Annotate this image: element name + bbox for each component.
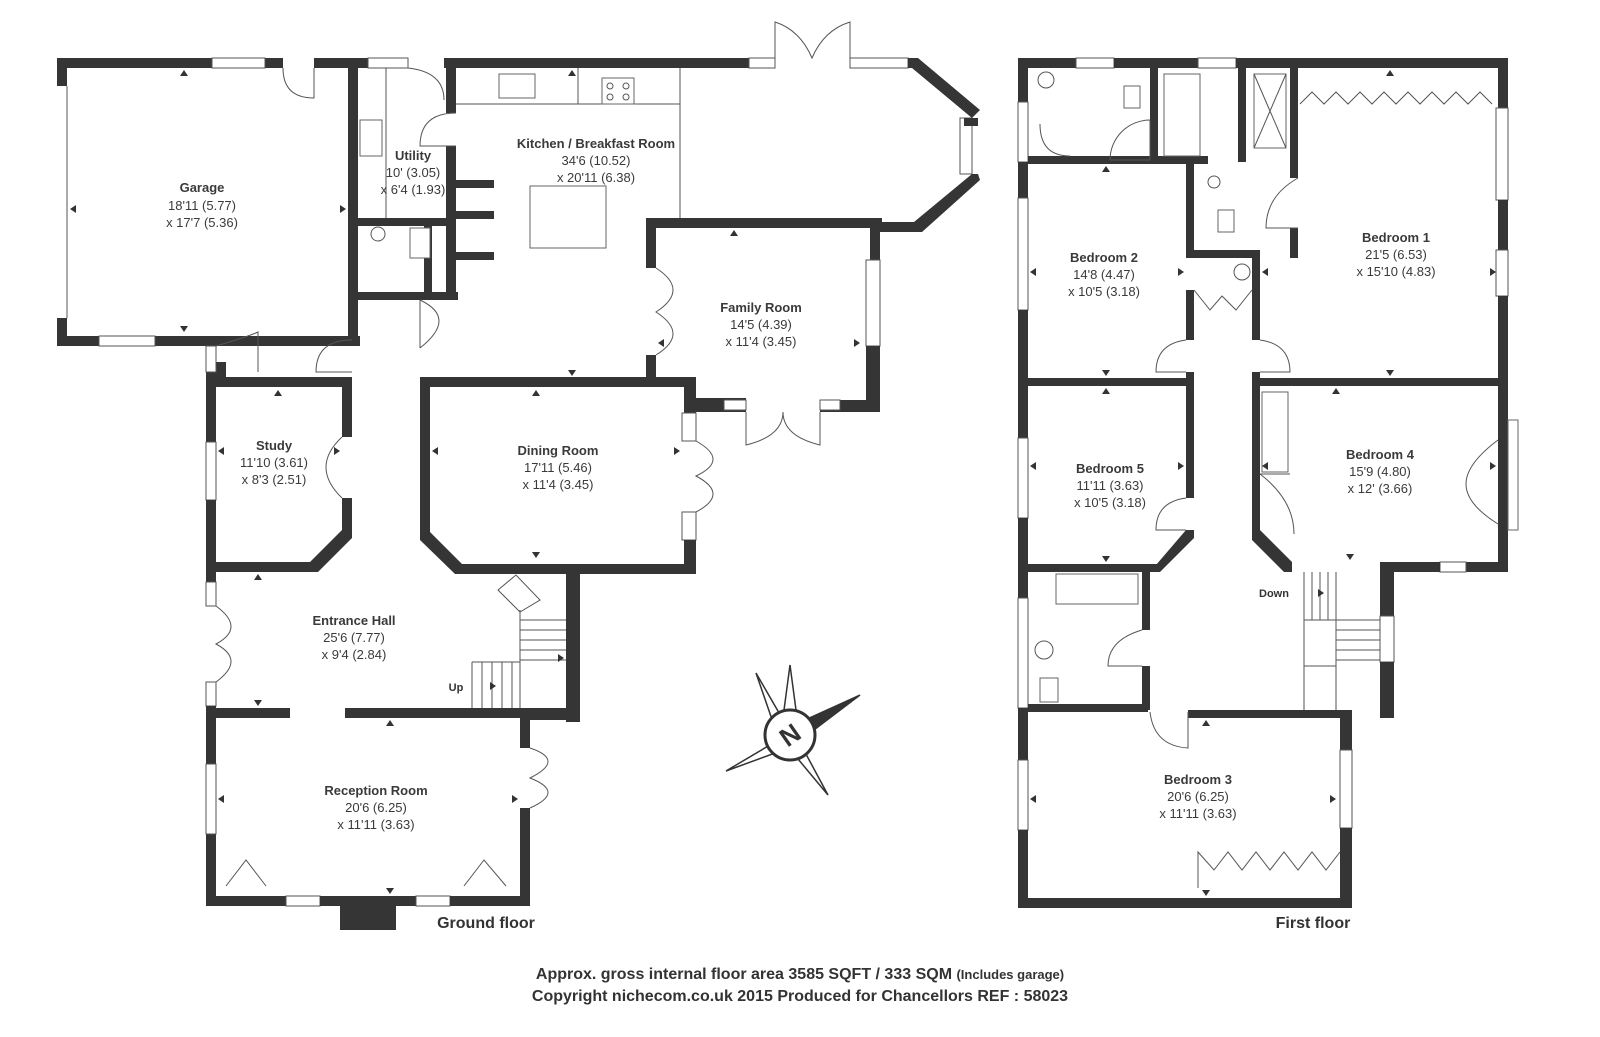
room-name: Kitchen / Breakfast Room (517, 136, 675, 151)
room-name: Bedroom 4 (1346, 447, 1415, 462)
room-dim: 18'11 (5.77) (168, 198, 236, 213)
room-name: Bedroom 2 (1070, 250, 1138, 265)
room-dim: x 10'5 (3.18) (1074, 495, 1146, 510)
room-name: Entrance Hall (312, 613, 395, 628)
room-kitchen: Kitchen / Breakfast Room 34'6 (10.52) x … (517, 136, 675, 185)
first-floor-walls (1017, 57, 1519, 908)
room-name: Dining Room (518, 443, 599, 458)
dimension-arrows (70, 70, 1496, 896)
room-bedroom-3: Bedroom 3 20'6 (6.25) x 11'11 (3.63) (1159, 772, 1236, 821)
first-floor-fixtures (1034, 71, 1499, 888)
room-name: Utility (395, 148, 432, 163)
room-dim: x 11'11 (3.63) (337, 817, 414, 832)
room-labels: Garage 18'11 (5.77) x 17'7 (5.36) Utilit… (166, 136, 1435, 932)
stairs-ground (471, 574, 566, 708)
room-dim: 11'11 (3.63) (1076, 478, 1143, 493)
room-name: Bedroom 1 (1362, 230, 1430, 245)
room-utility: Utility 10' (3.05) x 6'4 (1.93) (381, 148, 446, 197)
room-dim: x 11'11 (3.63) (1159, 806, 1236, 821)
room-study: Study 11'10 (3.61) x 8'3 (2.51) (240, 438, 308, 487)
room-family: Family Room 14'5 (4.39) x 11'4 (3.45) (720, 300, 802, 349)
room-bedroom-4: Bedroom 4 15'9 (4.80) x 12' (3.66) (1346, 447, 1415, 496)
room-dim: 20'6 (6.25) (345, 800, 407, 815)
room-garage: Garage 18'11 (5.77) x 17'7 (5.36) (166, 180, 238, 230)
room-dim: x 12' (3.66) (1348, 481, 1413, 496)
room-dim: 14'8 (4.47) (1073, 267, 1135, 282)
stairs-first (1303, 572, 1380, 710)
room-bedroom-1: Bedroom 1 21'5 (6.53) x 15'10 (4.83) (1356, 230, 1435, 279)
room-bedroom-2: Bedroom 2 14'8 (4.47) x 10'5 (3.18) (1068, 250, 1140, 299)
room-dim: 14'5 (4.39) (730, 317, 792, 332)
room-dim: 10' (3.05) (386, 165, 441, 180)
room-name: Family Room (720, 300, 802, 315)
room-dim: 15'9 (4.80) (1349, 464, 1411, 479)
room-dim: x 11'4 (3.45) (523, 477, 594, 492)
room-dim: 17'11 (5.46) (524, 460, 592, 475)
room-bedroom-5: Bedroom 5 11'11 (3.63) x 10'5 (3.18) (1074, 461, 1146, 510)
floor-area-text: Approx. gross internal floor area 3585 S… (535, 966, 953, 983)
room-dim: x 11'4 (3.45) (726, 334, 797, 349)
stairs-up-label: Up (449, 682, 464, 694)
compass-rose: N (725, 664, 861, 796)
room-dim: 20'6 (6.25) (1167, 789, 1229, 804)
room-dim: 25'6 (7.77) (323, 630, 385, 645)
stairs-down-label: Down (1259, 588, 1289, 600)
room-dim: 21'5 (6.53) (1365, 247, 1427, 262)
copyright-note: Copyright nichecom.co.uk 2015 Produced f… (531, 988, 1069, 1005)
room-name: Garage (180, 180, 225, 195)
room-dim: x 17'7 (5.36) (166, 215, 238, 230)
room-name: Bedroom 5 (1076, 461, 1144, 476)
room-name: Bedroom 3 (1164, 772, 1232, 787)
room-dim: x 9'4 (2.84) (322, 647, 387, 662)
floor-area-note: Approx. gross internal floor area 3585 S… (0, 966, 1600, 984)
room-name: Study (256, 438, 293, 453)
room-dim: x 15'10 (4.83) (1356, 264, 1435, 279)
room-dim: x 8'3 (2.51) (242, 472, 307, 487)
ground-floor-label: Ground floor (437, 915, 535, 932)
room-dim: 11'10 (3.61) (240, 455, 308, 470)
room-dim: x 10'5 (3.18) (1068, 284, 1140, 299)
room-dim: 34'6 (10.52) (562, 153, 631, 168)
room-dim: x 20'11 (6.38) (557, 170, 635, 185)
room-entrance-hall: Entrance Hall 25'6 (7.77) x 9'4 (2.84) (312, 613, 395, 662)
first-floor-label: First floor (1276, 915, 1351, 932)
floor-area-garage-note: (Includes garage) (956, 967, 1065, 982)
room-name: Reception Room (324, 783, 427, 798)
room-dining: Dining Room 17'11 (5.46) x 11'4 (3.45) (518, 443, 599, 492)
room-reception: Reception Room 20'6 (6.25) x 11'11 (3.63… (324, 783, 427, 832)
room-dim: x 6'4 (1.93) (381, 182, 446, 197)
